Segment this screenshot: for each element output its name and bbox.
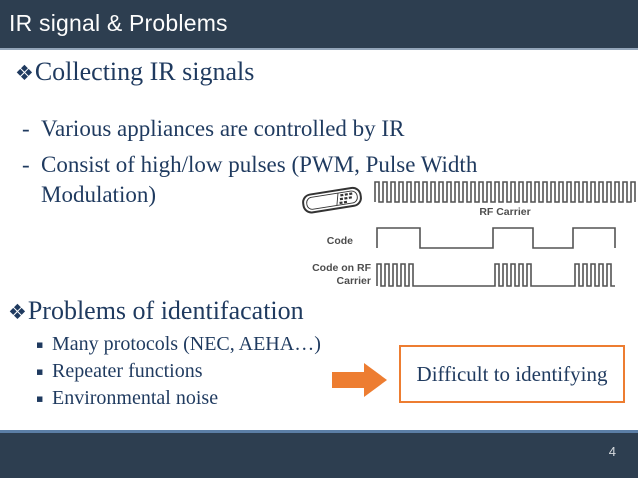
heading-collecting-ir-signals: ❖Collecting IR signals <box>15 57 254 87</box>
list-item-text: Environmental noise <box>52 387 219 409</box>
heading-text: Problems of identifacation <box>27 296 304 325</box>
list-item: ▪ Many protocols (NEC, AEHA…) <box>36 331 321 358</box>
rf-carrier-wave <box>374 181 636 203</box>
remote-control-icon <box>302 186 362 214</box>
list-item-text: Consist of high/low pulses (PWM, Pulse W… <box>41 152 478 207</box>
list-item: ▪ Repeater functions <box>36 358 321 385</box>
square-bullet-icon: ▪ <box>36 365 44 378</box>
square-bullet-icon: ▪ <box>36 392 44 405</box>
callout-text: Difficult to identifying <box>416 361 608 386</box>
list-item: - Consist of high/low pulses (PWM, Pulse… <box>22 150 524 210</box>
dash-bullet: - <box>22 116 30 141</box>
list-item: ▪ Environmental noise <box>36 385 321 412</box>
difficult-callout-box: Difficult to identifying <box>399 345 625 403</box>
page-number: 4 <box>608 444 616 459</box>
code-label: Code <box>327 235 353 247</box>
collecting-bullet-list: - Various appliances are controlled by I… <box>22 114 524 216</box>
ir-waveform-diagram: RF Carrier Code Code on RF Carrier <box>302 181 636 287</box>
code-on-rf-label-line2: Carrier <box>337 275 371 287</box>
list-item-text: Many protocols (NEC, AEHA…) <box>52 333 321 355</box>
dash-bullet: - <box>22 152 30 177</box>
code-wave <box>376 227 616 249</box>
list-item-text: Repeater functions <box>52 360 203 382</box>
diamond-bullet-icon: ❖ <box>15 61 34 85</box>
footer-bar: 4 <box>0 430 638 478</box>
rf-carrier-label: RF Carrier <box>479 206 530 218</box>
heading-text: Collecting IR signals <box>34 57 255 86</box>
heading-problems: ❖Problems of identifacation <box>8 296 304 326</box>
slide-title: IR signal & Problems <box>9 10 228 36</box>
right-arrow-icon <box>332 363 387 397</box>
problems-bullet-list: ▪ Many protocols (NEC, AEHA…) ▪ Repeater… <box>36 331 321 412</box>
diamond-bullet-icon: ❖ <box>8 300 27 324</box>
code-on-rf-label-line1: Code on RF <box>312 262 371 274</box>
square-bullet-icon: ▪ <box>36 338 44 351</box>
list-item-text: Various appliances are controlled by IR <box>41 116 405 141</box>
header-bar: IR signal & Problems <box>0 0 638 50</box>
list-item: - Various appliances are controlled by I… <box>22 114 524 144</box>
code-on-rf-wave <box>376 263 615 287</box>
